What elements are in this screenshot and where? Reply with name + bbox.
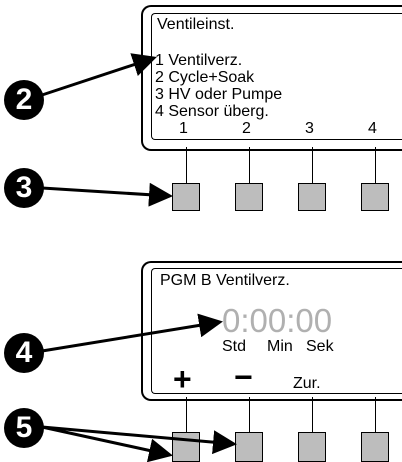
callout-3-badge: 3 <box>4 168 44 208</box>
softkey-button-3[interactable] <box>298 183 326 211</box>
lcd-display-area <box>151 13 402 140</box>
softkey-label-back: Zur. <box>293 375 321 392</box>
menu-item-1: 1 Ventilverz. <box>155 52 243 69</box>
minus-button[interactable] <box>235 432 263 462</box>
callout-4-badge: 4 <box>4 333 44 373</box>
button-stem <box>249 397 250 432</box>
delay-time-value: 0:00:00 <box>222 302 333 339</box>
unit-minutes-label: Min <box>267 338 293 355</box>
unit-seconds-label: Sek <box>306 338 334 355</box>
button-stem <box>249 147 250 183</box>
arrow-callout-5b <box>41 425 237 455</box>
softkey-button-2[interactable] <box>235 183 263 211</box>
screen-title: Ventileinst. <box>157 16 235 33</box>
lcd-display-area <box>151 268 402 394</box>
button-stem <box>375 147 376 183</box>
arrow-callout-3 <box>41 182 173 207</box>
softkey-label-plus: + <box>173 361 192 397</box>
arrow-callout-2 <box>41 53 157 97</box>
menu-item-3: 3 HV oder Pumpe <box>155 86 283 103</box>
callout-5-badge: 5 <box>4 408 44 448</box>
screen-title: PGM B Ventilverz. <box>160 272 290 289</box>
softkey-button-4[interactable] <box>361 183 389 211</box>
unit-hours-label: Std <box>222 338 247 355</box>
back-button[interactable] <box>298 432 326 462</box>
callout-2-badge: 2 <box>4 80 44 120</box>
lcd-screen-menu <box>141 5 402 151</box>
button-stem <box>375 397 376 432</box>
softkey-label-3: 3 <box>305 120 314 137</box>
softkey-label-2: 2 <box>242 120 251 137</box>
lcd-screen-valve-delay <box>141 261 402 401</box>
softkey-label-minus: − <box>234 359 253 395</box>
menu-item-4: 4 Sensor überg. <box>155 103 269 120</box>
button-stem <box>186 147 187 183</box>
button-stem <box>312 397 313 432</box>
arrow-callout-5a <box>41 425 173 462</box>
softkey-label-4: 4 <box>368 120 377 137</box>
button-stem <box>186 397 187 432</box>
button-stem <box>312 147 313 183</box>
arrow-callout-4 <box>41 313 223 353</box>
softkey-label-1: 1 <box>179 120 188 137</box>
menu-item-2: 2 Cycle+Soak <box>155 69 255 86</box>
